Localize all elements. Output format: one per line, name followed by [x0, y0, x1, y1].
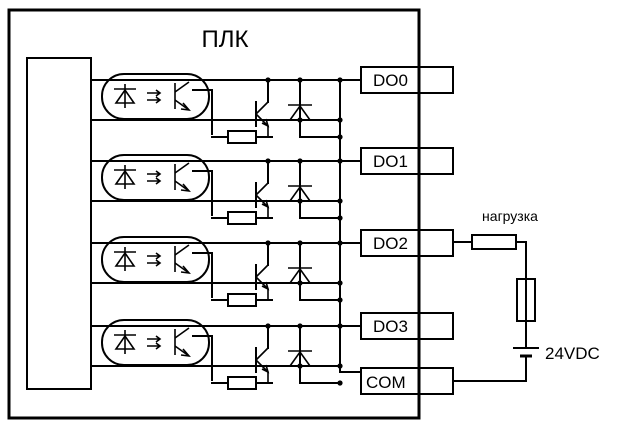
output-terminal-label: DO1 — [373, 152, 408, 171]
junction-dot — [337, 380, 343, 386]
phototransistor-leads — [174, 244, 190, 274]
optocoupler — [101, 319, 210, 366]
phototransistor-arrow — [180, 348, 191, 358]
junction-dot — [337, 134, 343, 140]
diode-wire — [299, 325, 341, 384]
transistor-arrow — [261, 118, 270, 128]
junction-dot — [297, 198, 303, 204]
output-channel-2: DO2 — [90, 229, 454, 307]
supply-voltage-label: 24VDC — [545, 344, 600, 363]
junction-dot — [337, 117, 343, 123]
junction-dot — [337, 215, 343, 221]
diode-wire — [299, 79, 341, 138]
junction-dot — [337, 297, 343, 303]
output-terminal-label: DO3 — [373, 317, 408, 336]
light-arrow-icon — [147, 177, 162, 185]
optocoupler — [101, 236, 210, 283]
load-resistor — [471, 234, 517, 250]
light-arrow-icon — [147, 335, 162, 343]
diode-wire — [299, 160, 341, 219]
phototransistor-leads — [174, 327, 190, 357]
junction-dot — [297, 77, 303, 83]
opto-drive-wire — [192, 252, 213, 298]
diode-wire — [299, 242, 341, 301]
output-terminal — [360, 66, 454, 94]
output-terminal — [360, 312, 454, 340]
resistor — [227, 376, 257, 390]
transistor-arrow — [261, 281, 270, 291]
junction-dot — [337, 363, 343, 369]
light-arrow-icon — [147, 342, 162, 350]
output-terminal — [360, 147, 454, 175]
light-arrow-icon — [147, 252, 162, 260]
light-arrow-icon — [147, 89, 162, 97]
optocoupler — [101, 73, 210, 120]
plc-title: ПЛК — [202, 26, 249, 53]
phototransistor-leads — [174, 162, 190, 192]
junction-dot — [337, 323, 343, 329]
phototransistor-leads — [174, 81, 190, 111]
transistor-arrow — [261, 199, 270, 209]
phototransistor-arrow — [180, 102, 191, 112]
logic-block — [26, 57, 92, 390]
resistor — [227, 293, 257, 307]
external-circuit: нагрузка 24VDC — [452, 208, 600, 382]
opto-drive-wire — [192, 89, 213, 135]
junction-dot — [337, 240, 343, 246]
output-terminal-label: DO0 — [373, 71, 408, 90]
junction-dot — [265, 158, 271, 164]
load-label: нагрузка — [482, 208, 538, 224]
junction-dot — [297, 158, 303, 164]
output-channel-0: DO0 — [90, 66, 454, 144]
junction-dot — [297, 323, 303, 329]
junction-dot — [297, 280, 303, 286]
junction-dot — [297, 240, 303, 246]
junction-dot — [297, 363, 303, 369]
resistor — [227, 211, 257, 225]
phototransistor-arrow — [180, 265, 191, 275]
com-terminal-label: COM — [366, 373, 406, 392]
junction-dot — [337, 280, 343, 286]
junction-dot — [337, 198, 343, 204]
junction-dot — [337, 77, 343, 83]
optocoupler — [101, 154, 210, 201]
plc-housing — [7, 8, 421, 420]
junction-dot — [265, 240, 271, 246]
opto-drive-wire — [192, 335, 213, 381]
opto-drive-wire — [192, 170, 213, 216]
output-channel-1: DO1 — [90, 147, 454, 225]
junction-dot — [265, 77, 271, 83]
output-terminal-label: DO2 — [373, 234, 408, 253]
transistor-arrow — [261, 364, 270, 374]
resistor — [227, 130, 257, 144]
phototransistor-arrow — [180, 183, 191, 193]
junction-dot — [297, 117, 303, 123]
light-arrow-icon — [147, 259, 162, 267]
output-channel-3: DO3 — [90, 312, 454, 390]
junction-dot — [337, 158, 343, 164]
light-arrow-icon — [147, 170, 162, 178]
junction-dot — [265, 323, 271, 329]
light-arrow-icon — [147, 96, 162, 104]
